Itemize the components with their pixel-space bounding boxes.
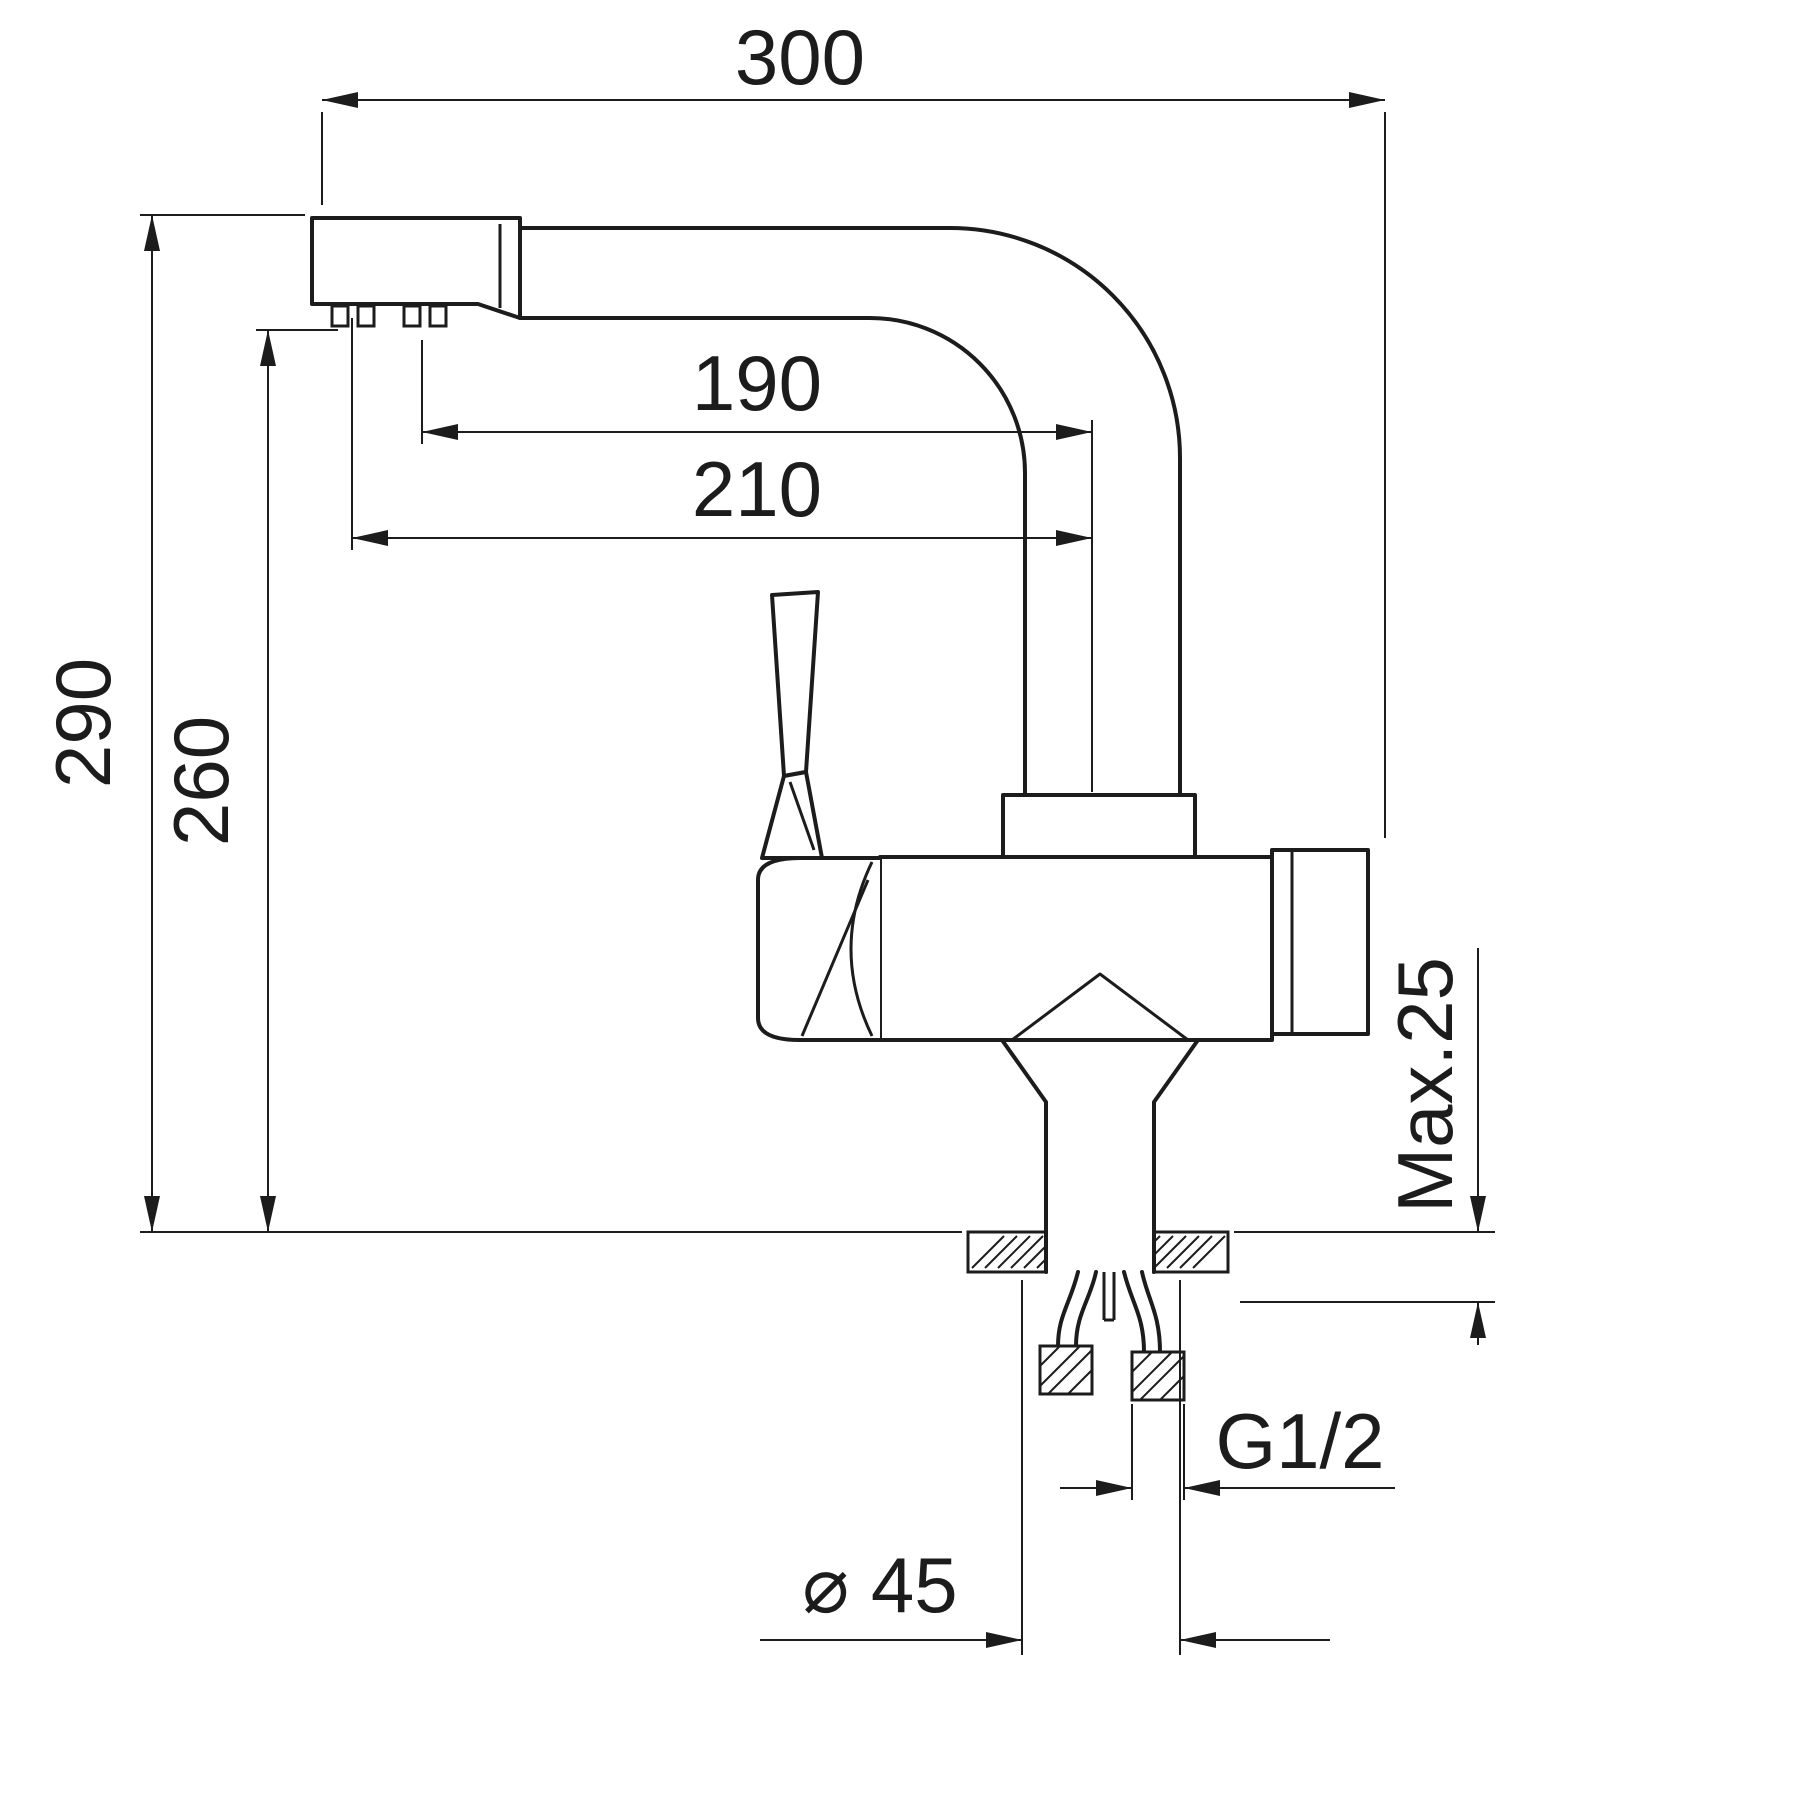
left-hose <box>1074 1270 1098 1348</box>
dim-label-overall-height: 290 <box>39 658 127 788</box>
right-hose <box>1140 1270 1162 1354</box>
dimension-labels: 300 290 260 190 210 Max.25 G1/2 ⌀ 45 <box>39 13 1469 1629</box>
handle-housing-seam <box>849 861 874 1037</box>
left-hose-fitting <box>1038 1344 1094 1396</box>
faucet-outline <box>310 216 1370 1274</box>
dim-260-lines <box>256 329 338 1232</box>
mounting-deck <box>966 1230 1230 1274</box>
dim-label-spout-reach-inner: 190 <box>692 339 822 427</box>
left-hose <box>1056 1270 1080 1348</box>
spout-tube-outer <box>518 226 1182 797</box>
arrowhead <box>352 530 388 546</box>
arrowhead <box>260 330 276 366</box>
right-end-cap <box>1270 848 1370 1036</box>
right-hose <box>1122 1270 1146 1354</box>
lever-handle <box>770 590 820 778</box>
dim-label-spout-height: 260 <box>157 716 245 846</box>
lever-joint <box>760 770 824 860</box>
arrowhead <box>1470 1196 1486 1232</box>
deck-shank-cutout <box>1048 1230 1152 1274</box>
dim-label-spout-reach-outer: 210 <box>692 445 822 533</box>
dim-210-lines <box>351 318 1092 550</box>
dim-290-lines <box>140 214 962 1233</box>
dim-190-lines <box>421 340 1093 792</box>
body-cone-seam <box>1011 972 1189 1042</box>
arrowhead <box>260 1196 276 1232</box>
dim-g12-lines <box>1060 1404 1395 1500</box>
dimension-lines <box>140 92 1495 1655</box>
right-fitting-hatch <box>1131 1351 1185 1401</box>
dim-300-lines <box>321 99 1386 838</box>
arrowhead <box>1184 1480 1220 1496</box>
aerator-tooth <box>402 304 422 328</box>
arrowhead <box>144 215 160 251</box>
dim-label-max-thickness: Max.25 <box>1381 957 1469 1213</box>
arrowhead <box>986 1632 1022 1648</box>
spout-collar <box>1001 793 1197 859</box>
aerator-tooth <box>356 304 376 328</box>
arrowhead <box>144 1196 160 1232</box>
dim-label-overall-width: 300 <box>735 13 865 101</box>
right-hose-fitting <box>1130 1350 1186 1402</box>
dim-max25-lines <box>1234 948 1495 1345</box>
aerator <box>330 304 448 328</box>
dim-label-hole-diameter: ⌀ 45 <box>802 1541 957 1629</box>
aerator-tooth <box>428 304 448 328</box>
dim-label-thread: G1/2 <box>1215 1397 1384 1485</box>
arrowhead <box>422 424 458 440</box>
valve-body <box>878 855 1274 1042</box>
arrowhead <box>1180 1632 1216 1648</box>
arrowhead <box>1056 530 1092 546</box>
arrowhead <box>1056 424 1092 440</box>
supply-hoses <box>1038 1270 1186 1402</box>
left-fitting-hatch <box>1039 1345 1093 1395</box>
dim-d45-lines <box>760 1280 1330 1655</box>
handle-housing-joint-line <box>800 879 870 1037</box>
spout-tube-inner <box>518 316 1027 797</box>
spout-head <box>310 216 522 320</box>
lever-joint-seam <box>788 781 816 851</box>
arrowhead <box>1470 1302 1486 1338</box>
shank-right <box>1152 1038 1200 1274</box>
shank-left <box>1000 1038 1048 1274</box>
arrowhead <box>1349 92 1385 108</box>
center-tube <box>1102 1272 1116 1322</box>
arrowhead <box>322 92 358 108</box>
arrowhead <box>1096 1480 1132 1496</box>
aerator-tooth <box>330 304 350 328</box>
